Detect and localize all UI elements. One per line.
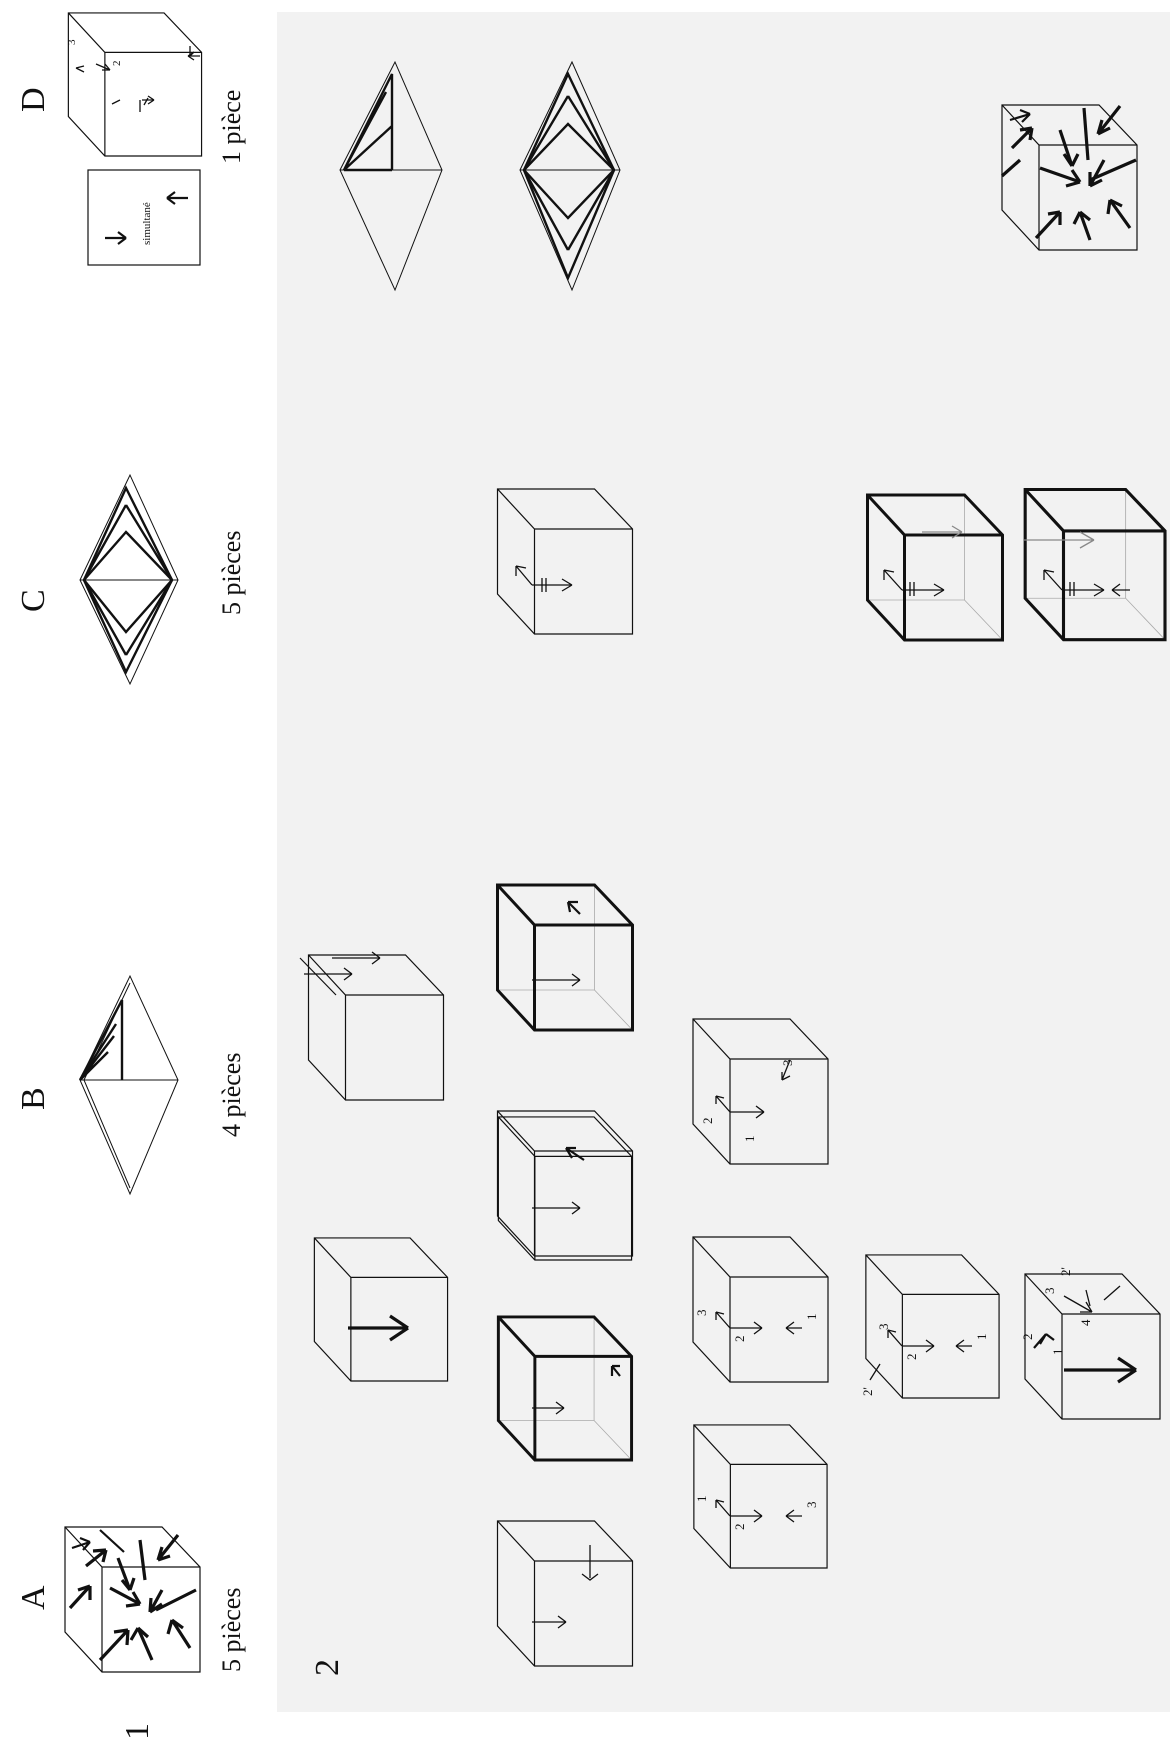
step-4-label-b5: 4: [1078, 1319, 1093, 1326]
step-2prime-label-b5: 2': [1058, 1267, 1073, 1276]
assembled-cube-a: [65, 1527, 200, 1672]
small-cube-d: 2 3: [66, 13, 202, 156]
step-1-label-b3: 1: [804, 1314, 819, 1321]
column-label-c: C: [15, 589, 52, 612]
step-3-label-d: 3: [66, 39, 78, 45]
simultane-label: simultané: [141, 202, 153, 245]
piece-count-a: 5 pièces: [217, 1588, 246, 1672]
step-3-label-b3: 3: [694, 1310, 709, 1317]
figure-2-number: 2: [309, 1659, 346, 1676]
step-2-label-bm5: 2: [700, 1118, 715, 1125]
step-3-label-bm5: 3: [780, 1060, 795, 1067]
step-1-label-b5: 1: [1050, 1349, 1065, 1356]
step-1-label-bm5: 1: [742, 1136, 757, 1143]
step-2-label-b3: 2: [732, 1336, 747, 1343]
step-2-label-b4: 2: [904, 1354, 919, 1361]
step-1-label-b4: 1: [974, 1334, 989, 1341]
piece-count-b: 4 pièces: [217, 1053, 246, 1137]
simultaneous-fold-square: simultané: [88, 170, 200, 265]
step-2prime-label-b4: 2': [860, 1387, 875, 1396]
step-3-label-b5: 3: [1042, 1288, 1057, 1295]
column-label-a: A: [15, 1585, 52, 1610]
kite-diagram-b: [80, 976, 178, 1194]
column-label-d: D: [15, 87, 52, 112]
step-3-label-b4: 3: [876, 1324, 891, 1331]
piece-count-c: 5 pièces: [217, 531, 246, 615]
step-2-label-a3: 2: [732, 1524, 747, 1531]
step-3-label-a3: 3: [804, 1502, 819, 1509]
step-1-label-a3: 1: [694, 1496, 709, 1503]
step-2-label-b5: 2: [1020, 1334, 1035, 1341]
step-2-label-d: 2: [111, 61, 123, 67]
column-label-b: B: [15, 1087, 52, 1110]
figure-1-number: 1: [119, 1723, 156, 1740]
kite-diagram-c: [80, 475, 178, 684]
piece-count-d: 1 pièce: [217, 90, 246, 164]
